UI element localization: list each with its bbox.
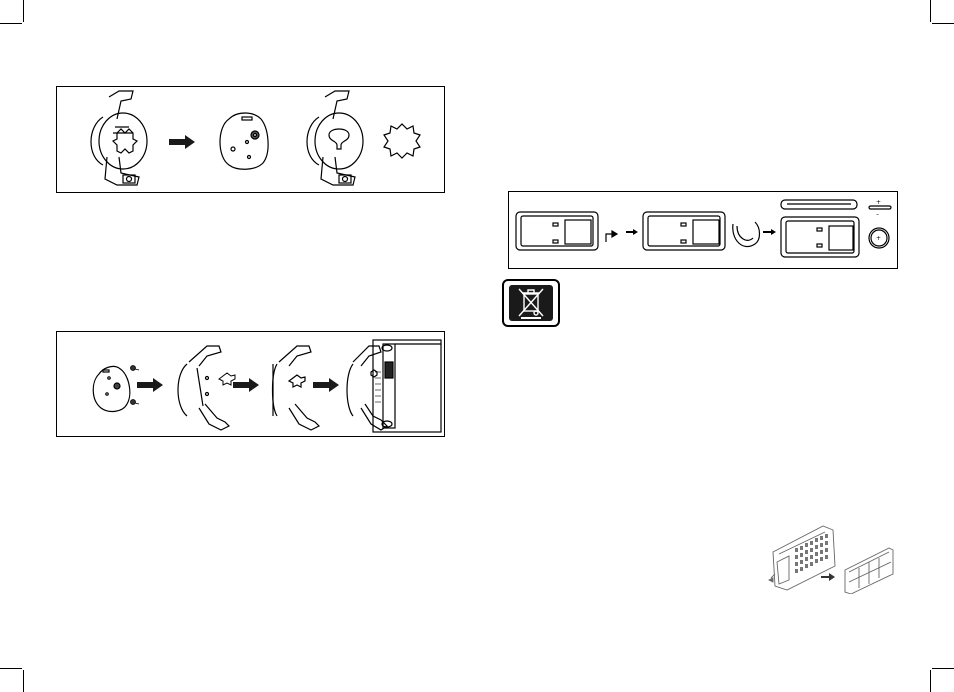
stand-removal-figure (765, 522, 895, 594)
arrow-right-icon-6 (763, 229, 776, 235)
crop-mark-top-left-v (23, 0, 24, 22)
bracket-disassembly-figure (56, 86, 445, 193)
battery-replacement-illustration: + – + (509, 192, 899, 270)
arrow-right-icon-5 (626, 229, 638, 235)
crop-mark-top-left-h (0, 23, 22, 24)
crop-mark-bottom-right-v (930, 670, 931, 692)
battery-polarity-label: + (876, 235, 881, 242)
arrow-right-icon-7 (821, 573, 835, 581)
bracket-disassembly-illustration (57, 87, 446, 194)
weee-symbol (502, 279, 560, 327)
crop-mark-bottom-left-v (23, 670, 24, 692)
crop-mark-bottom-left-h (0, 668, 22, 669)
battery-replacement-figure: + – + (508, 191, 898, 269)
wall-mount-figure (56, 331, 445, 437)
arrow-right-icon-1 (169, 135, 195, 149)
wall-mount-assembly-illustration (57, 332, 446, 438)
crop-mark-top-right-v (930, 0, 931, 22)
crop-mark-top-right-h (932, 23, 954, 24)
arrow-right-icon-4 (313, 378, 339, 392)
polarity-plus: + (876, 199, 881, 206)
crop-mark-bottom-right-h (932, 668, 954, 669)
crossed-out-wheelie-bin-icon (509, 285, 553, 321)
arrow-right-icon-3 (233, 378, 259, 392)
arrow-right-icon-2 (137, 378, 163, 392)
weee-background (509, 285, 553, 321)
stand-removal-illustration (765, 522, 895, 594)
polarity-minus: – (876, 211, 879, 218)
